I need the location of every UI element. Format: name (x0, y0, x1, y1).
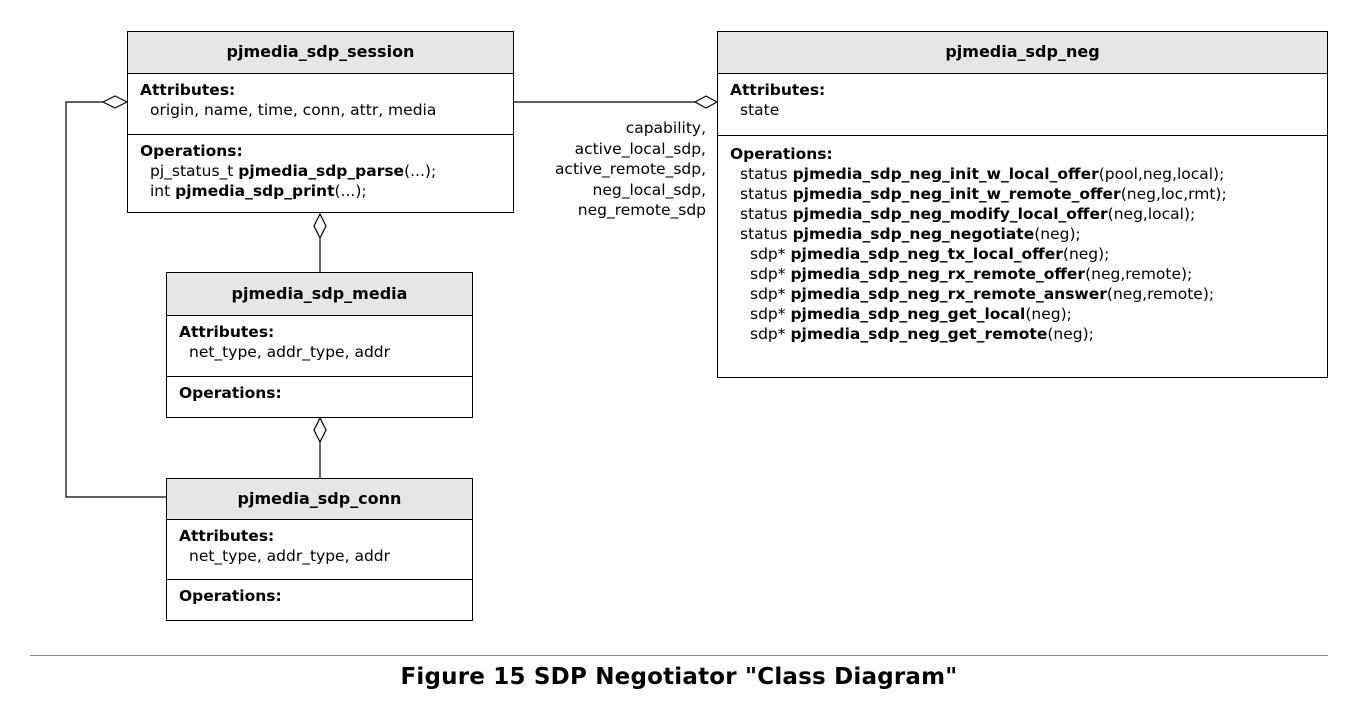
role-label: capability, (625, 119, 706, 137)
operation-line: sdp* pjmedia_sdp_neg_get_remote(neg); (750, 325, 1094, 343)
operation-line: sdp* pjmedia_sdp_neg_tx_local_offer(neg)… (750, 245, 1110, 263)
operations-title: Operations: (179, 587, 282, 605)
operation-line: sdp* pjmedia_sdp_neg_get_local(neg); (750, 305, 1072, 323)
operations-title: Operations: (179, 384, 282, 402)
figure-caption: Figure 15 SDP Negotiator "Class Diagram" (400, 664, 958, 690)
operations-section: Operations: pj_status_t pjmedia_sdp_pars… (128, 135, 513, 211)
operations-title: Operations: (140, 142, 243, 160)
operation-line: sdp* pjmedia_sdp_neg_rx_remote_answer(ne… (750, 285, 1215, 303)
operation-line: sdp* pjmedia_sdp_neg_rx_remote_offer(neg… (750, 265, 1193, 283)
operation-line: status pjmedia_sdp_neg_init_w_local_offe… (740, 165, 1225, 183)
attributes-title: Attributes: (730, 81, 826, 99)
attributes-section: Attributes: state (718, 74, 1327, 136)
role-label: active_local_sdp, (574, 139, 706, 158)
session-conn-diamond (101, 95, 129, 109)
attributes-title: Attributes: (179, 323, 275, 341)
operation-line: status pjmedia_sdp_neg_modify_local_offe… (740, 205, 1196, 223)
attributes-section: Attributes: origin, name, time, conn, at… (128, 74, 513, 135)
operations-section: Operations: status pjmedia_sdp_neg_init_… (718, 136, 1327, 376)
attributes-title: Attributes: (140, 81, 236, 99)
attributes-list: state (740, 101, 780, 119)
operations-section: Operations: (167, 377, 472, 415)
class-name: pjmedia_sdp_media (167, 273, 472, 316)
attributes-section: Attributes: net_type, addr_type, addr (167, 316, 472, 377)
neg-aggregation-diamond (693, 95, 719, 109)
role-label: neg_remote_sdp (577, 201, 706, 219)
attributes-title: Attributes: (179, 527, 275, 545)
operations-title: Operations: (730, 145, 833, 163)
class-name: pjmedia_sdp_neg (718, 32, 1327, 74)
class-name: pjmedia_sdp_session (128, 32, 513, 74)
class-pjmedia-sdp-session: pjmedia_sdp_session Attributes: origin, … (127, 31, 514, 213)
class-name: pjmedia_sdp_conn (167, 479, 472, 520)
operation-line: status pjmedia_sdp_neg_init_w_remote_off… (740, 185, 1227, 203)
operation-line: pj_status_t pjmedia_sdp_parse(...); (150, 162, 437, 180)
attributes-list: net_type, addr_type, addr (189, 547, 390, 565)
caption-divider (30, 655, 1328, 656)
class-pjmedia-sdp-media: pjmedia_sdp_media Attributes: net_type, … (166, 272, 473, 418)
association-role-labels: capability, active_local_sdp, active_rem… (500, 118, 706, 221)
operation-line: status pjmedia_sdp_neg_negotiate(neg); (740, 225, 1081, 243)
session-conn-association (65, 101, 166, 498)
media-conn-diamond (313, 416, 327, 444)
operation-line: int pjmedia_sdp_print(...); (150, 182, 367, 200)
role-label: active_remote_sdp, (554, 160, 706, 178)
attributes-list: origin, name, time, conn, attr, media (150, 101, 437, 119)
operations-section: Operations: (167, 580, 472, 618)
attributes-list: net_type, addr_type, addr (189, 343, 390, 361)
session-media-diamond (313, 212, 327, 240)
class-pjmedia-sdp-conn: pjmedia_sdp_conn Attributes: net_type, a… (166, 478, 473, 621)
attributes-section: Attributes: net_type, addr_type, addr (167, 520, 472, 580)
class-pjmedia-sdp-neg: pjmedia_sdp_neg Attributes: state Operat… (717, 31, 1328, 378)
role-label: neg_local_sdp, (592, 180, 707, 199)
